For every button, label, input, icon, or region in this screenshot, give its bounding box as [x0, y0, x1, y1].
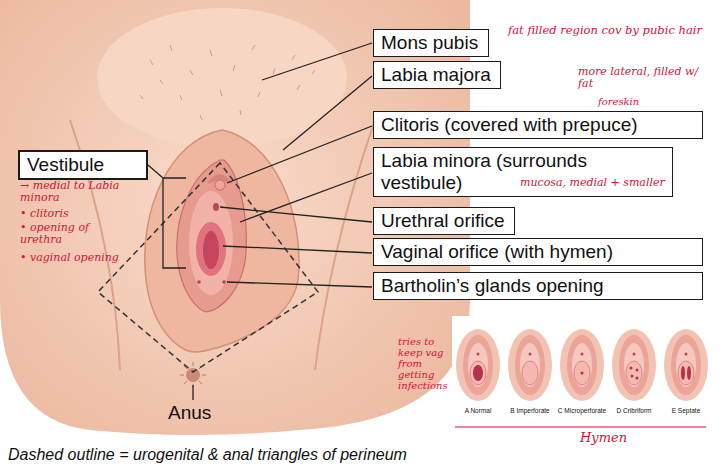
vestibule [189, 191, 233, 295]
handwritten-note: → medial to Labia minora [20, 180, 132, 204]
hymen-types [456, 329, 708, 401]
clitoris [215, 180, 225, 190]
hymen-panel [452, 316, 710, 422]
label-text: Vaginal orifice (with hymen) [381, 241, 613, 263]
handwritten-note: foreskin [598, 96, 668, 107]
perineum-dashed-outline [98, 163, 318, 372]
handwritten-note: • clitoris [20, 208, 130, 220]
label-box: Urethral orifice [373, 207, 515, 235]
hymen-type-label: E Septate [660, 407, 712, 414]
bartholin-opening [197, 280, 201, 284]
hymen-underline [455, 426, 706, 427]
label-text: Mons pubis [381, 32, 478, 54]
handwritten-note: • opening of urethra [20, 222, 112, 246]
vaginal-orifice [196, 222, 226, 276]
label-box: Labia majora [373, 61, 501, 89]
label-text: Clitoris (covered with prepuce) [381, 114, 638, 136]
label-text: Labia majora [381, 64, 491, 86]
labia-minora [177, 160, 246, 312]
thigh-crease [315, 120, 375, 370]
vaginal-opening [203, 231, 219, 269]
label-text: Vestibule [27, 154, 104, 176]
hymen-type-label: C Microperforate [556, 407, 608, 414]
bartholin-opening [222, 280, 226, 284]
label-text: Bartholin’s glands opening [381, 275, 604, 297]
label-box: Bartholin’s glands opening [373, 272, 703, 300]
handwritten-note: tries to keep vag from getting infection… [398, 336, 450, 391]
caption: Dashed outline = urogenital & anal trian… [8, 446, 407, 464]
hymen-type-label: D Cribriform [608, 407, 660, 414]
mons-pubis [97, 8, 347, 148]
hymen-type-label: A Normal [452, 407, 504, 414]
label-text: Urethral orifice [381, 210, 505, 232]
pubic-hair [140, 45, 315, 120]
handwritten-note: fat filled region cov by pubic hair [508, 24, 713, 37]
handwritten-note: mucosa, medial + smaller [520, 177, 710, 189]
label-box: Mons pubis [373, 29, 489, 57]
anus [186, 368, 200, 382]
region-label-box: Vestibule [18, 150, 148, 180]
urethral-orifice [213, 203, 219, 211]
hymen-type-label: B Imperforate [504, 407, 556, 414]
handwritten-note: Hymen [580, 431, 660, 445]
label-box: Labia minora (surrounds vestibule) [373, 147, 673, 197]
handwritten-note: more lateral, filled w/ fat [578, 66, 711, 90]
label-box: Clitoris (covered with prepuce) [373, 111, 703, 139]
label-box: Vaginal orifice (with hymen) [373, 238, 703, 266]
leader-lines [148, 43, 372, 400]
handwritten-note: • vaginal opening [20, 252, 132, 264]
part-label: Anus [168, 403, 228, 424]
